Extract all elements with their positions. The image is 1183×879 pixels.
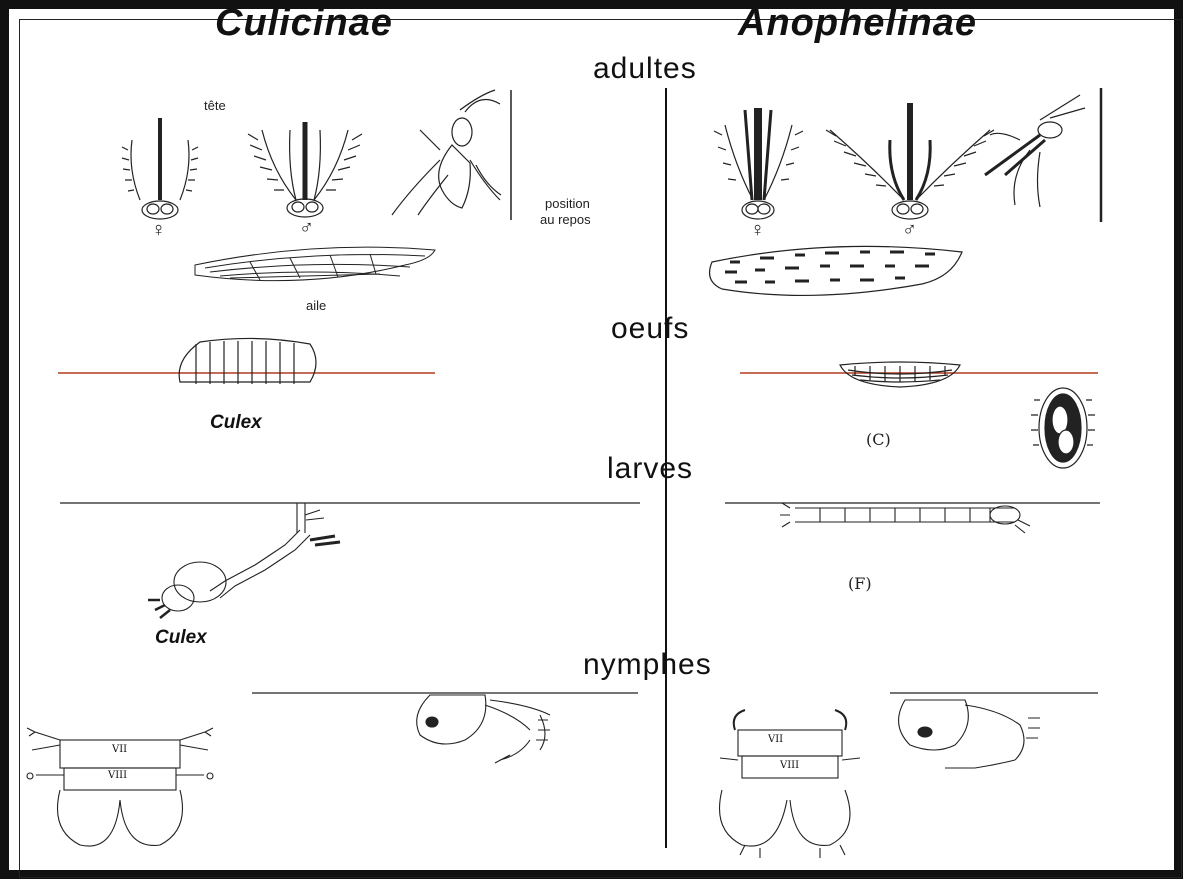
anophelinae-pupa-siphon-drawing: [720, 710, 861, 858]
anophelinae-female-head-drawing: [714, 108, 803, 219]
anopheles-larva-ref-label: (F): [848, 574, 872, 593]
culicinae-larva-drawing: [148, 503, 340, 618]
culicinae-title: Culicinae: [215, 2, 393, 45]
rest-position-label-line2: au repos: [540, 212, 591, 227]
culex-larva-label: Culex: [155, 627, 207, 649]
culex-eggs-label: Culex: [210, 412, 262, 434]
culicinae-segment-viii-label: VIII: [108, 770, 127, 781]
culicinae-wing-drawing: [195, 247, 435, 280]
culicinae-segment-vii-label: VII: [112, 744, 127, 755]
culicinae-male-symbol: ♂: [299, 217, 314, 240]
culicinae-pupa-drawing: [417, 695, 550, 763]
rest-position-label-line1: position: [545, 196, 590, 211]
culicinae-female-head-drawing: [122, 118, 198, 219]
anophelinae-male-symbol: ♂: [902, 219, 917, 242]
anophelinae-egg-drawing: [840, 362, 960, 387]
anophelinae-male-head-drawing: [826, 103, 994, 219]
culicinae-female-symbol: ♀: [151, 219, 166, 242]
culicinae-resting-position-drawing: [392, 90, 511, 220]
anophelinae-resting-position-drawing: [985, 88, 1101, 222]
head-label: tête: [204, 98, 226, 113]
anophelinae-title: Anophelinae: [738, 2, 977, 45]
anopheles-egg-ref-label: (C): [866, 430, 891, 449]
anophelinae-wing-drawing: [710, 246, 962, 295]
culicinae-egg-raft-drawing: [179, 338, 316, 384]
culicinae-male-head-drawing: [248, 122, 362, 217]
anophelinae-segment-viii-label: VIII: [780, 760, 799, 771]
anophelinae-egg-topview-drawing: [1031, 388, 1095, 468]
stage-adults-label: adultes: [593, 52, 697, 86]
stage-pupae-label: nymphes: [583, 648, 712, 682]
anophelinae-segment-vii-label: VII: [768, 734, 783, 745]
wing-label: aile: [306, 298, 326, 313]
stage-eggs-label: oeufs: [611, 312, 689, 346]
anophelinae-pupa-drawing: [899, 700, 1040, 768]
stage-larvae-label: larves: [607, 452, 693, 486]
anophelinae-female-symbol: ♀: [750, 219, 765, 242]
anophelinae-larva-drawing: [780, 503, 1030, 533]
